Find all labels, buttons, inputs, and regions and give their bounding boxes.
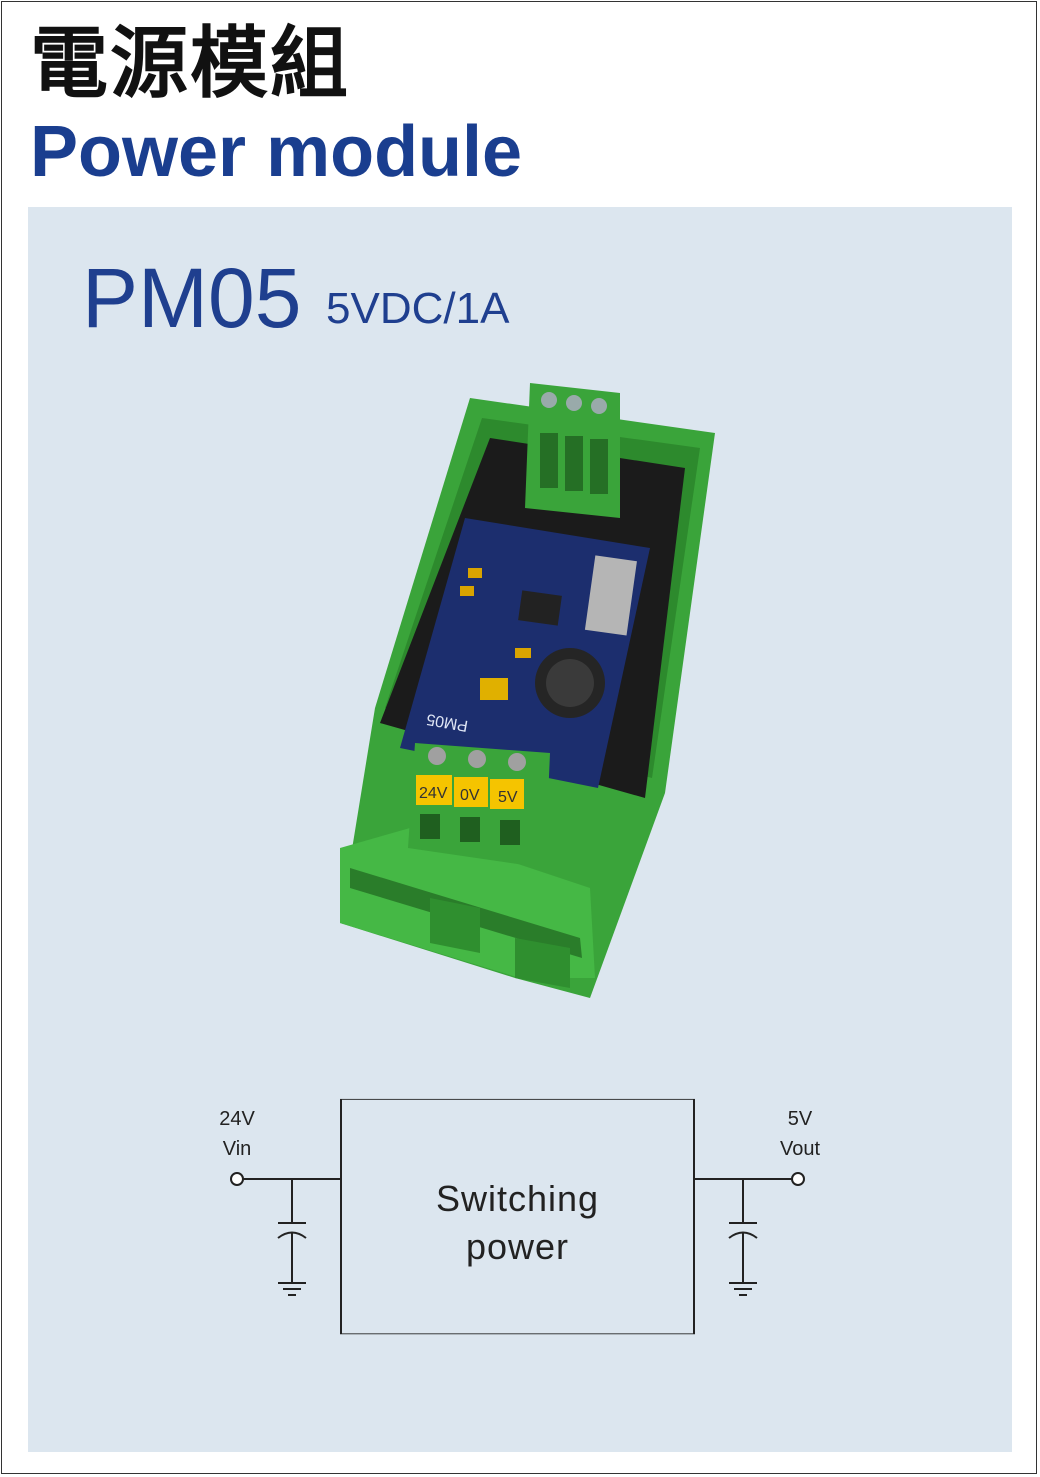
- pcb-board: PM05: [400, 518, 650, 788]
- output-vout-label: Vout: [779, 1138, 821, 1160]
- circuit-lines: [230, 1098, 805, 1335]
- page-title-zh: 電源模組: [30, 19, 351, 109]
- block-label-line2: power: [465, 1226, 570, 1267]
- circuit-diagram: 24V Vin 5V Vout Switching power: [200, 1095, 860, 1355]
- terminal-label-0v: 0V: [460, 787, 480, 804]
- model-name: PM05: [82, 251, 302, 345]
- input-terminal-block: 24V 0V 5V: [408, 743, 550, 868]
- block-label-line1: Switching: [435, 1178, 600, 1219]
- module-photo: PM05 24V 0V 5V: [340, 383, 715, 998]
- output-terminal-block: [525, 383, 620, 518]
- output-voltage-label: 5V: [787, 1108, 813, 1130]
- model-spec: 5VDC/1A: [326, 284, 510, 333]
- input-voltage-label: 24V: [219, 1108, 255, 1130]
- switching-power-block: [340, 1098, 695, 1335]
- page-title-en: Power module: [30, 112, 523, 192]
- input-vin-label: Vin: [222, 1138, 252, 1160]
- terminal-label-5v: 5V: [498, 789, 518, 806]
- terminal-label-24v: 24V: [419, 785, 448, 802]
